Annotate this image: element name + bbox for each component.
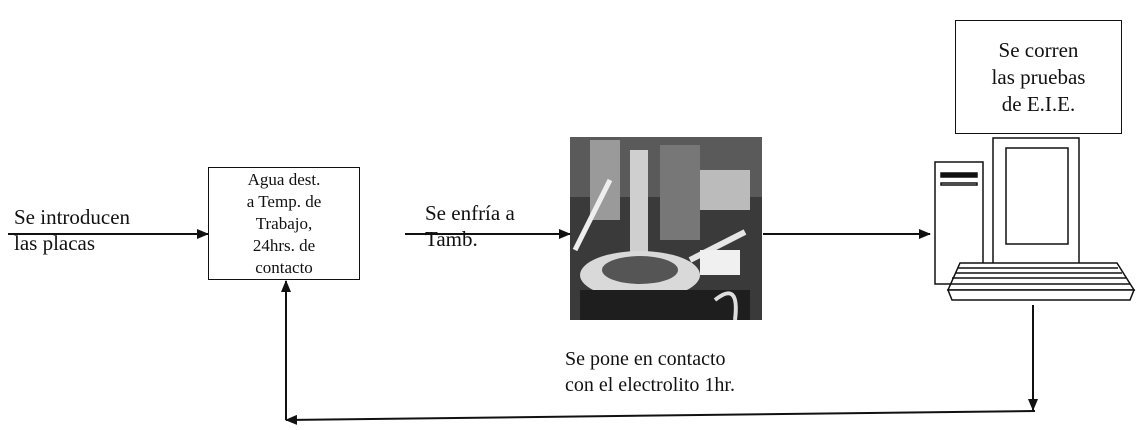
input-label: Se introducen las placas [14,204,130,256]
tests-box-line-2: las pruebas [991,64,1086,89]
tests-box-line-3: de E.I.E. [1001,91,1076,116]
process-box-line-2: a Temp. de [246,191,322,211]
contact-label-line-1: Se pone en contacto [565,348,726,370]
process-box-line-3: Trabajo, [255,213,313,233]
arrow-return-bottom [285,410,1036,425]
computer-icon [934,137,1136,301]
process-box-line-1: Agua dest. [247,169,321,189]
tests-box-line-1: Se corren [998,37,1079,62]
cool-label-line-1: Se enfría a [425,201,515,225]
contact-label: Se pone en contacto con el electrolito 1… [565,346,735,398]
process-box-line-5: contacto [255,257,313,277]
cool-label-line-2: Tamb. [425,227,478,251]
electrochemical-cell-photo [570,137,762,321]
process-box: Agua dest. a Temp. de Trabajo, 24hrs. de… [208,167,360,280]
tests-box: Se corren las pruebas de E.I.E. [955,20,1122,134]
contact-label-line-2: con el electrolito 1hr. [565,374,735,396]
input-label-line-1: Se introducen [14,205,131,229]
cool-label: Se enfría a Tamb. [425,200,515,252]
input-label-line-2: las placas [14,231,96,255]
process-box-line-4: 24hrs. de [252,235,316,255]
